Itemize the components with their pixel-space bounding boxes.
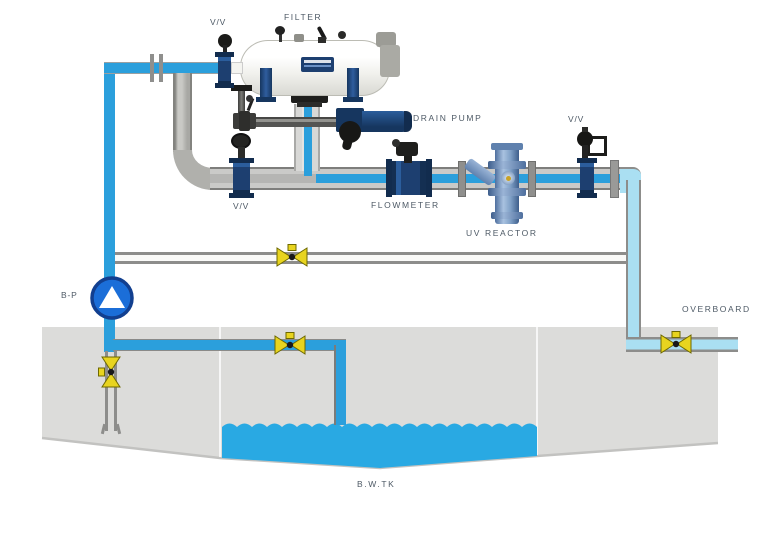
pipe-suction-riser	[104, 62, 115, 352]
filter-end-fitting-upper	[376, 32, 396, 47]
outlet-valve-flange-top	[577, 158, 597, 163]
gate-valve-stem	[238, 147, 245, 160]
valve-riser-icon	[98, 356, 121, 388]
gate-valve-flange-top	[229, 158, 254, 163]
pipe-overboard-drop	[626, 180, 641, 348]
flowmeter-handle-knob-icon	[392, 139, 400, 147]
valve-left-label: V/V	[233, 201, 250, 211]
gate-valve-body	[233, 158, 250, 198]
filter-inlet-nozzle	[231, 62, 243, 74]
ballast-pump-icon	[90, 276, 134, 320]
overboard-label: OVERBOARD	[682, 304, 751, 314]
filter-vent-stem	[279, 33, 282, 42]
valve-recirc-icon	[276, 244, 308, 267]
flowmeter-actuator-stem	[404, 154, 412, 163]
gate-valve-flange-bottom	[229, 193, 254, 198]
ballast-tank-label: B.W.TK	[357, 479, 396, 489]
outlet-valve-nub	[582, 127, 588, 132]
pipe-fill-drop	[334, 345, 346, 425]
filter-bottom-flange-neck	[297, 102, 322, 107]
mini-valve-knob-icon	[246, 95, 253, 102]
filter-support-right	[347, 68, 359, 101]
flowmeter-body	[392, 161, 426, 195]
inlet-valve-flange-bottom	[215, 83, 234, 88]
uv-reactor-column	[495, 146, 519, 224]
inlet-valve-body	[218, 52, 231, 88]
valve-right-label: V/V	[568, 114, 585, 124]
valve-top-label: V/V	[210, 17, 227, 27]
valve-overboard-icon	[660, 331, 692, 354]
outlet-valve-actuator-icon	[577, 131, 593, 147]
inlet-valve-flange-top	[215, 52, 234, 57]
filter-support-left	[260, 68, 272, 101]
pipe-tank-fill	[113, 339, 346, 351]
uv-pipe-flange-right	[528, 161, 536, 197]
flowmeter-flange-left	[386, 159, 392, 197]
cross-fitting-hub	[239, 111, 250, 131]
uv-reactor-hub-dot	[506, 176, 511, 181]
pipe-recirc-return	[115, 252, 630, 264]
flowmeter-actuator-icon	[396, 142, 418, 156]
pipe-riser-lower-left-wall	[105, 351, 108, 431]
filter-vent-knob-icon	[275, 26, 285, 35]
filter-sensor-knob-icon	[338, 31, 346, 39]
flowmeter-label: FLOWMETER	[371, 200, 440, 210]
filter-brand-plate-line2	[304, 65, 331, 67]
backwash-stem	[238, 88, 245, 128]
pipe-bypass-vertical	[173, 73, 192, 152]
pipe-drain-suction	[252, 117, 340, 127]
drain-pump-end-ring	[404, 111, 412, 132]
inlet-valve-stem	[223, 45, 227, 54]
backwash-top-flange	[231, 85, 252, 91]
pipe-riser-lower-right-wall	[114, 351, 117, 431]
pipe-main-core	[316, 174, 622, 183]
pipe-filter-drain-core	[304, 104, 312, 176]
filter-nozzle-fitting	[294, 34, 304, 42]
outlet-valve-flange-bottom	[577, 193, 597, 198]
ballast-water	[222, 423, 537, 468]
inlet-pipe-flange	[150, 54, 163, 82]
filter-end-fitting-lower	[380, 45, 400, 77]
filter-support-right-foot	[343, 97, 363, 102]
uv-pipe-flange-left	[458, 161, 466, 197]
flowmeter-flange-right	[426, 159, 432, 197]
filter-cock-base	[318, 37, 326, 43]
filter-label: FILTER	[284, 12, 323, 22]
outlet-valve-stem	[582, 145, 588, 160]
drain-pump-label: DRAIN PUMP	[413, 113, 483, 123]
valve-tank-fill-icon	[274, 332, 306, 355]
tank-body	[42, 327, 718, 468]
filter-support-left-foot	[256, 97, 276, 102]
main-pipe-end-flange	[610, 160, 619, 198]
uv-reactor-flange-ring-2	[488, 188, 526, 196]
outlet-valve-body	[580, 158, 594, 198]
uv-reactor-flange-ring-1	[488, 161, 526, 169]
ballast-pump-label: B-P	[61, 290, 78, 300]
uv-reactor-flange-ring-3	[491, 212, 523, 219]
uv-reactor-label: UV REACTOR	[466, 228, 538, 238]
drain-pump-motor	[362, 111, 412, 132]
uv-reactor-top-cap	[491, 143, 523, 150]
inlet-valve-actuator-icon	[218, 34, 232, 48]
filter-brand-plate-line1	[304, 60, 331, 63]
